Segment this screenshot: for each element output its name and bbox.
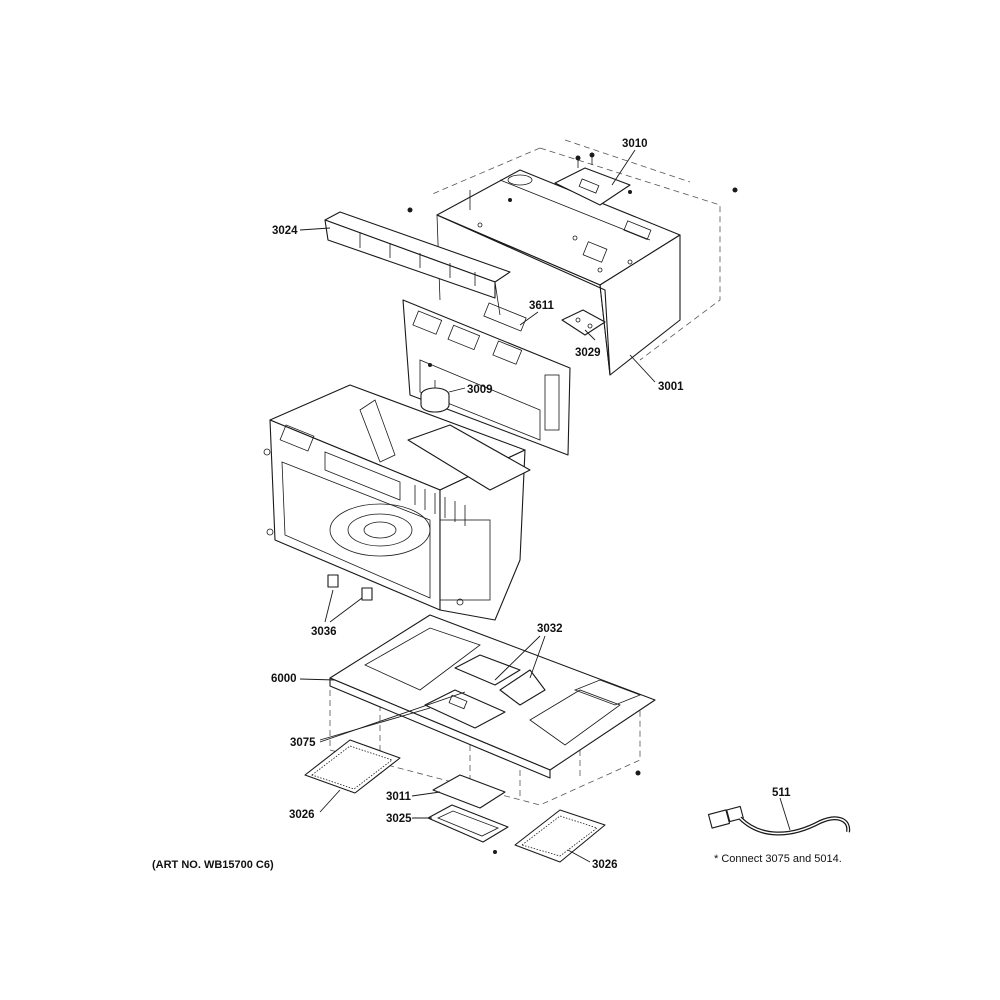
label-511: 511 (772, 787, 791, 799)
grease-filter-3026-left[interactable] (304, 739, 401, 794)
label-3036: 3036 (311, 626, 337, 638)
part-labels: 3010 3024 3611 3029 3001 3009 3036 3032 … (271, 138, 791, 871)
oven-cavity-chassis[interactable] (263, 384, 531, 621)
bottom-plate-6000[interactable] (329, 614, 656, 779)
vent-grille-3024[interactable] (324, 211, 511, 316)
latches-3036[interactable] (327, 574, 373, 601)
connect-note: * Connect 3075 and 5014. (714, 853, 842, 865)
top-bracket-3010[interactable] (407, 152, 738, 213)
label-3032: 3032 (537, 623, 563, 635)
fan-motor-3009[interactable] (420, 380, 450, 413)
lens-3011[interactable] (432, 774, 506, 809)
bracket-3029[interactable] (561, 309, 606, 336)
relay-bracket-3032[interactable] (454, 654, 546, 706)
label-3009: 3009 (467, 384, 493, 396)
label-3011: 3011 (386, 791, 412, 803)
label-3026-left: 3026 (289, 809, 315, 821)
grease-filter-3026-right[interactable] (514, 809, 606, 863)
control-board-3611[interactable] (402, 299, 571, 456)
label-3026-right: 3026 (592, 859, 618, 871)
outer-case-3001[interactable] (436, 169, 681, 376)
light-cover-3025[interactable] (427, 804, 509, 854)
label-6000: 6000 (271, 673, 297, 685)
label-3075: 3075 (290, 737, 316, 749)
label-3025: 3025 (386, 813, 412, 825)
leader-lines (299, 149, 791, 863)
label-3029: 3029 (575, 347, 601, 359)
label-3611: 3611 (529, 300, 555, 312)
wire-harness-511[interactable] (707, 805, 851, 836)
art-number: (ART NO. WB15700 C6) (152, 859, 274, 871)
label-3010: 3010 (622, 138, 648, 150)
label-3024: 3024 (272, 225, 298, 237)
light-board-3075[interactable] (424, 689, 506, 729)
label-3001: 3001 (658, 381, 684, 393)
